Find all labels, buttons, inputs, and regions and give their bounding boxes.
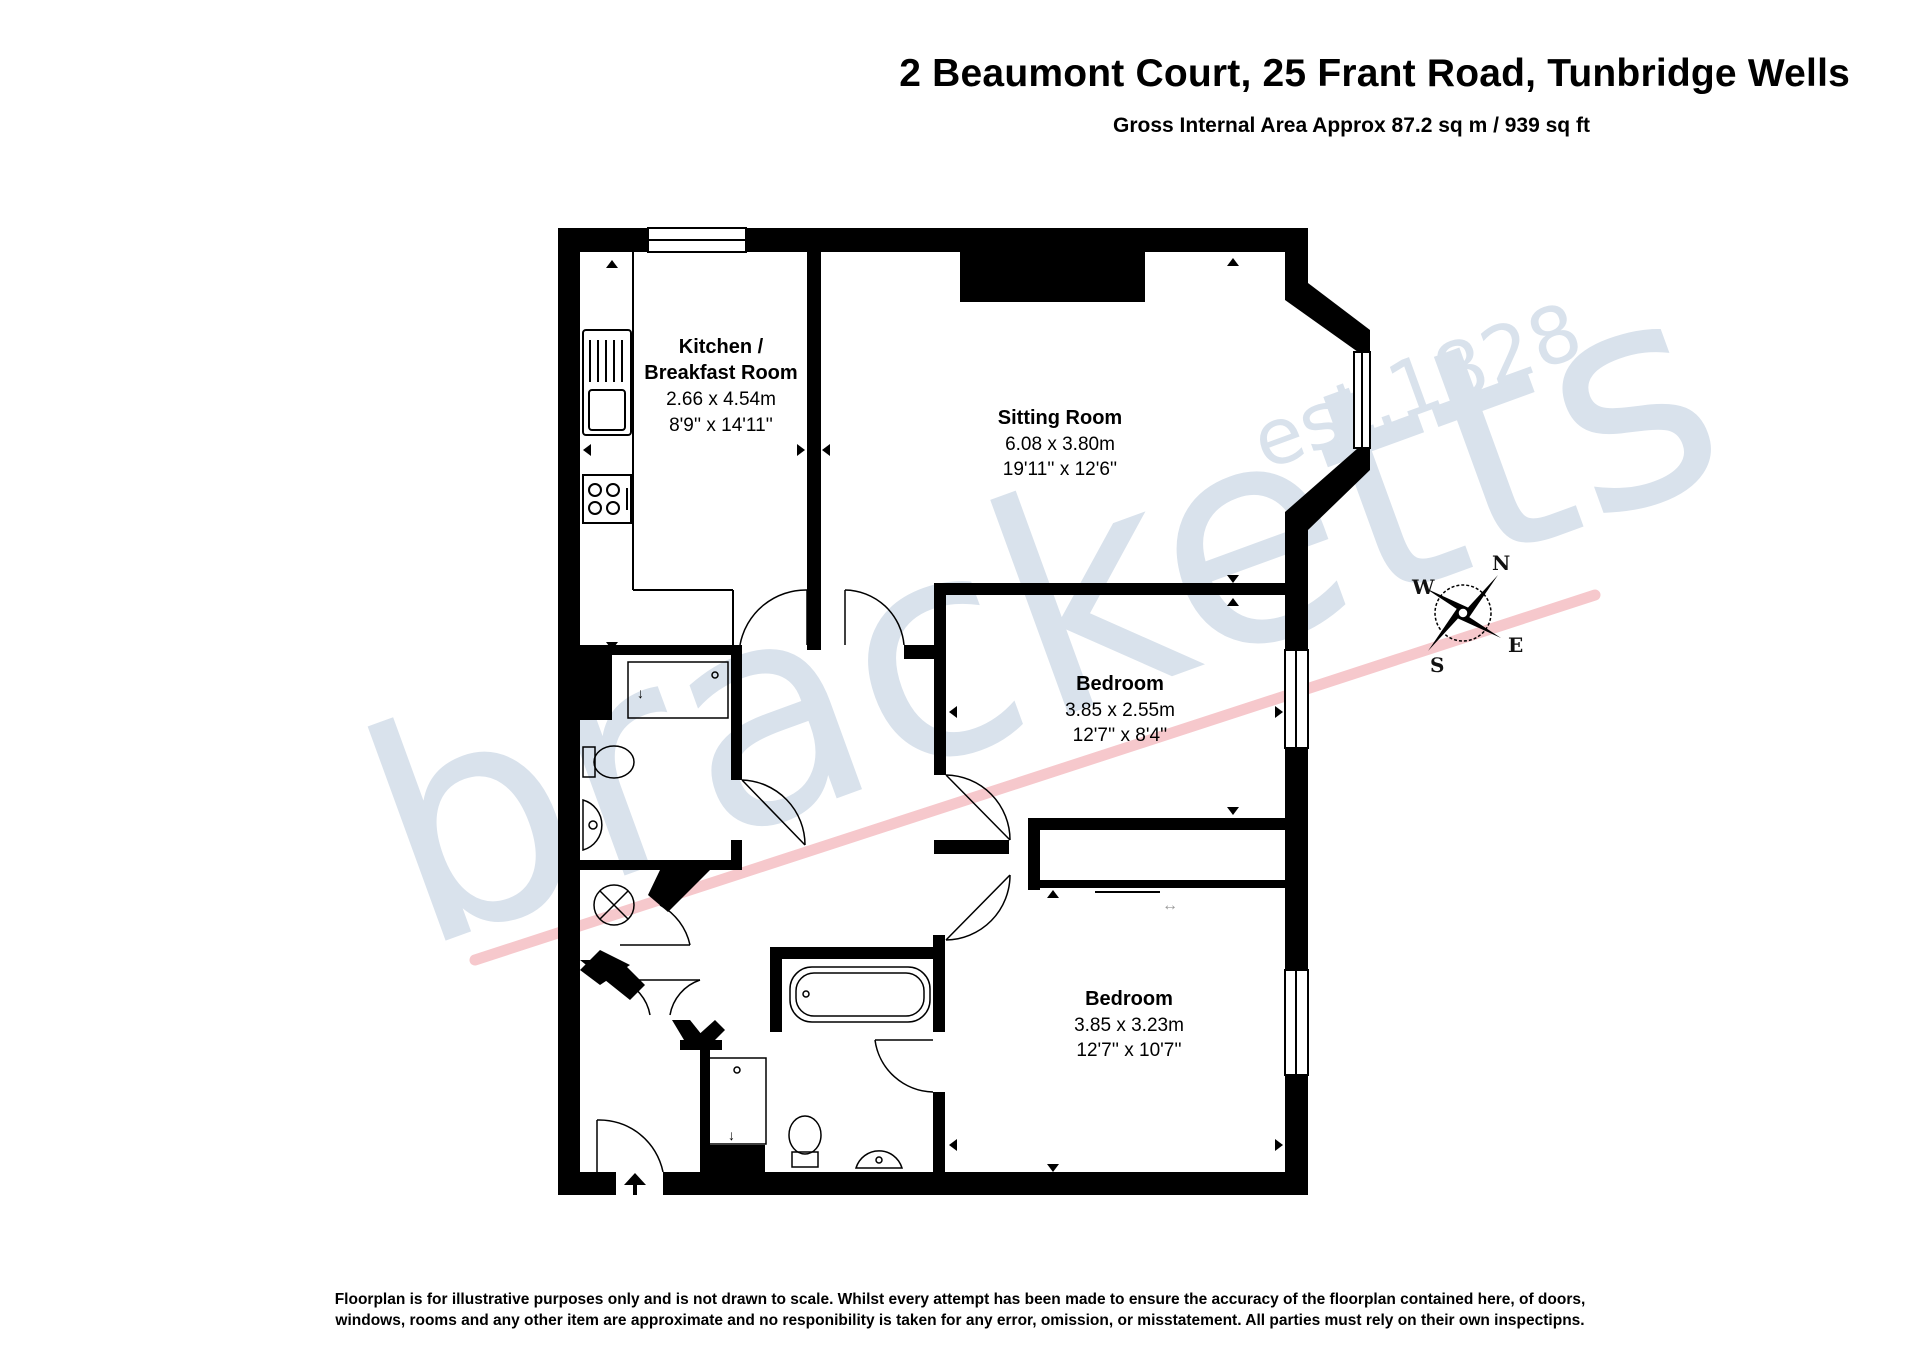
entrance-arrow-icon	[624, 1173, 646, 1195]
gross-internal-area: Gross Internal Area Approx 87.2 sq m / 9…	[1113, 114, 1590, 137]
disclaimer: Floorplan is for illustrative purposes o…	[0, 1289, 1920, 1331]
wardrobe: ↔	[1050, 885, 1282, 914]
svg-text:Breakfast Room: Breakfast Room	[644, 362, 797, 384]
svg-text:8'9'' x 14'11'': 8'9'' x 14'11''	[669, 415, 773, 436]
svg-text:Kitchen /: Kitchen /	[679, 336, 764, 358]
room-label-sitting-room: Sitting Room 6.08 x 3.80m 19'11'' x 12'6…	[998, 407, 1122, 480]
measurement-markers	[583, 258, 1283, 1172]
room-label-bedroom-2: Bedroom 3.85 x 3.23m 12'7'' x 10'7''	[1074, 988, 1184, 1061]
svg-text:↔: ↔	[1162, 897, 1178, 914]
disclaimer-line-1: Floorplan is for illustrative purposes o…	[334, 1291, 1586, 1308]
compass-north: N	[1492, 551, 1510, 575]
boiler-icon	[593, 884, 635, 926]
svg-text:3.85 x 2.55m: 3.85 x 2.55m	[1065, 700, 1175, 721]
shower-enclosure-icon	[707, 1057, 767, 1145]
compass-west: W	[1411, 575, 1435, 599]
compass-east: E	[1508, 633, 1523, 657]
watermark: bracketts est.1828	[325, 209, 1762, 1016]
svg-text:↓: ↓	[728, 1127, 735, 1143]
svg-text:6.08 x 3.80m: 6.08 x 3.80m	[1005, 434, 1115, 455]
svg-text:12'7'' x 10'7'': 12'7'' x 10'7''	[1076, 1040, 1181, 1061]
room-label-kitchen: Kitchen / Breakfast Room 2.66 x 4.54m 8'…	[644, 336, 797, 436]
svg-text:3.85 x 3.23m: 3.85 x 3.23m	[1074, 1015, 1184, 1036]
windows	[647, 227, 1309, 1076]
disclaimer-line-2: windows, rooms and any other item are ap…	[335, 1312, 1585, 1329]
svg-text:Bedroom: Bedroom	[1085, 988, 1173, 1010]
compass-rose-icon: N E S W	[1411, 551, 1523, 677]
bath-icon	[789, 966, 931, 1023]
svg-text:Sitting Room: Sitting Room	[998, 407, 1122, 429]
chimney-breast	[960, 252, 1145, 302]
sink-icon	[582, 329, 632, 436]
compass-south: S	[1430, 653, 1444, 677]
svg-text:2.66 x 4.54m: 2.66 x 4.54m	[666, 389, 776, 410]
internal-walls	[580, 252, 1285, 1172]
door-swings	[596, 589, 1011, 1173]
basin-icon	[582, 799, 603, 851]
svg-text:Bedroom: Bedroom	[1076, 673, 1164, 695]
bay-window	[1285, 283, 1371, 530]
svg-text:12'7'' x 8'4'': 12'7'' x 8'4''	[1073, 725, 1168, 746]
hob-icon	[582, 474, 632, 524]
page-title: 2 Beaumont Court, 25 Frant Road, Tunbrid…	[899, 52, 1850, 95]
svg-text:19'11'' x 12'6'': 19'11'' x 12'6''	[1003, 459, 1117, 480]
svg-text:↓: ↓	[637, 685, 644, 701]
wc-icon	[593, 745, 635, 779]
bathroom-fittings: ↓ ↓	[582, 661, 931, 1169]
wc-icon-2	[788, 1115, 822, 1155]
basin-icon-2	[854, 1150, 904, 1169]
kitchen-units	[582, 252, 734, 645]
room-label-bedroom-1: Bedroom 3.85 x 2.55m 12'7'' x 8'4''	[1065, 673, 1175, 746]
shower-tray-icon	[627, 661, 729, 719]
